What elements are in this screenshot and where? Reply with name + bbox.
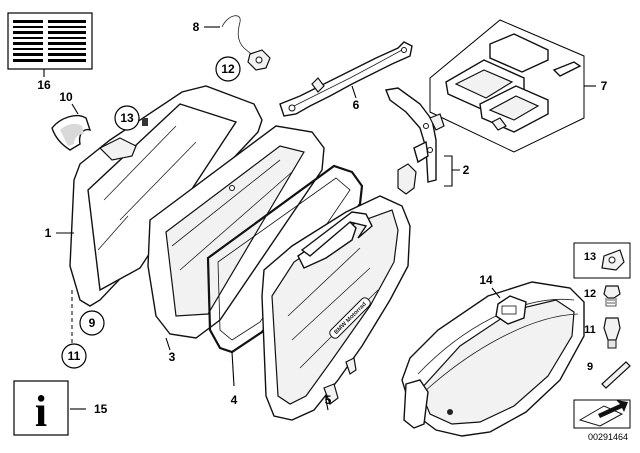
case-5-part: BMW Motorrad [261,195,411,421]
info-icon: i [35,387,47,436]
callout-6: 6 [353,98,360,112]
callout-8: 8 [193,20,200,34]
callout-3: 3 [169,350,176,364]
callout-5: 5 [325,393,332,407]
callout-14: 14 [479,273,493,287]
mounting-plate-2-part [385,87,445,195]
legend-label-12: 12 [584,288,596,300]
callout-15: 15 [94,402,108,416]
legend-arrow-cell [573,399,631,429]
legend-12-cell [603,285,621,307]
callout-10: 10 [59,90,73,104]
callout-7: 7 [601,79,608,93]
cable-8-part [221,15,271,71]
case-shell-1-part [69,85,263,307]
legend-label-11: 11 [584,324,596,336]
legend-9-cell [601,361,631,389]
callout-9: 9 [89,316,96,330]
carrier-frame-7-part [429,19,585,153]
callout-13: 13 [120,111,134,125]
carrier-rail-6-part [279,41,413,117]
callout-2: 2 [463,163,470,177]
callout-11: 11 [68,349,81,363]
document-number: 00291464 [588,432,628,442]
legend-13-cell [573,242,631,279]
callout-circle-9 [79,310,105,336]
callout-circle-11 [61,343,87,369]
callout-4: 4 [231,393,238,407]
callout-16: 16 [37,78,51,92]
legend-label-9: 9 [587,361,593,373]
info-box: i [13,380,69,436]
legend-11-cell [603,317,621,349]
callout-12: 12 [221,62,235,76]
callout-circle-12 [215,56,241,82]
barcode-label-part [7,12,93,70]
legend-label-13: 13 [584,251,596,263]
inner-bag-14-part [401,281,585,437]
callout-1: 1 [45,226,52,240]
callout-circle-13 [114,105,140,131]
